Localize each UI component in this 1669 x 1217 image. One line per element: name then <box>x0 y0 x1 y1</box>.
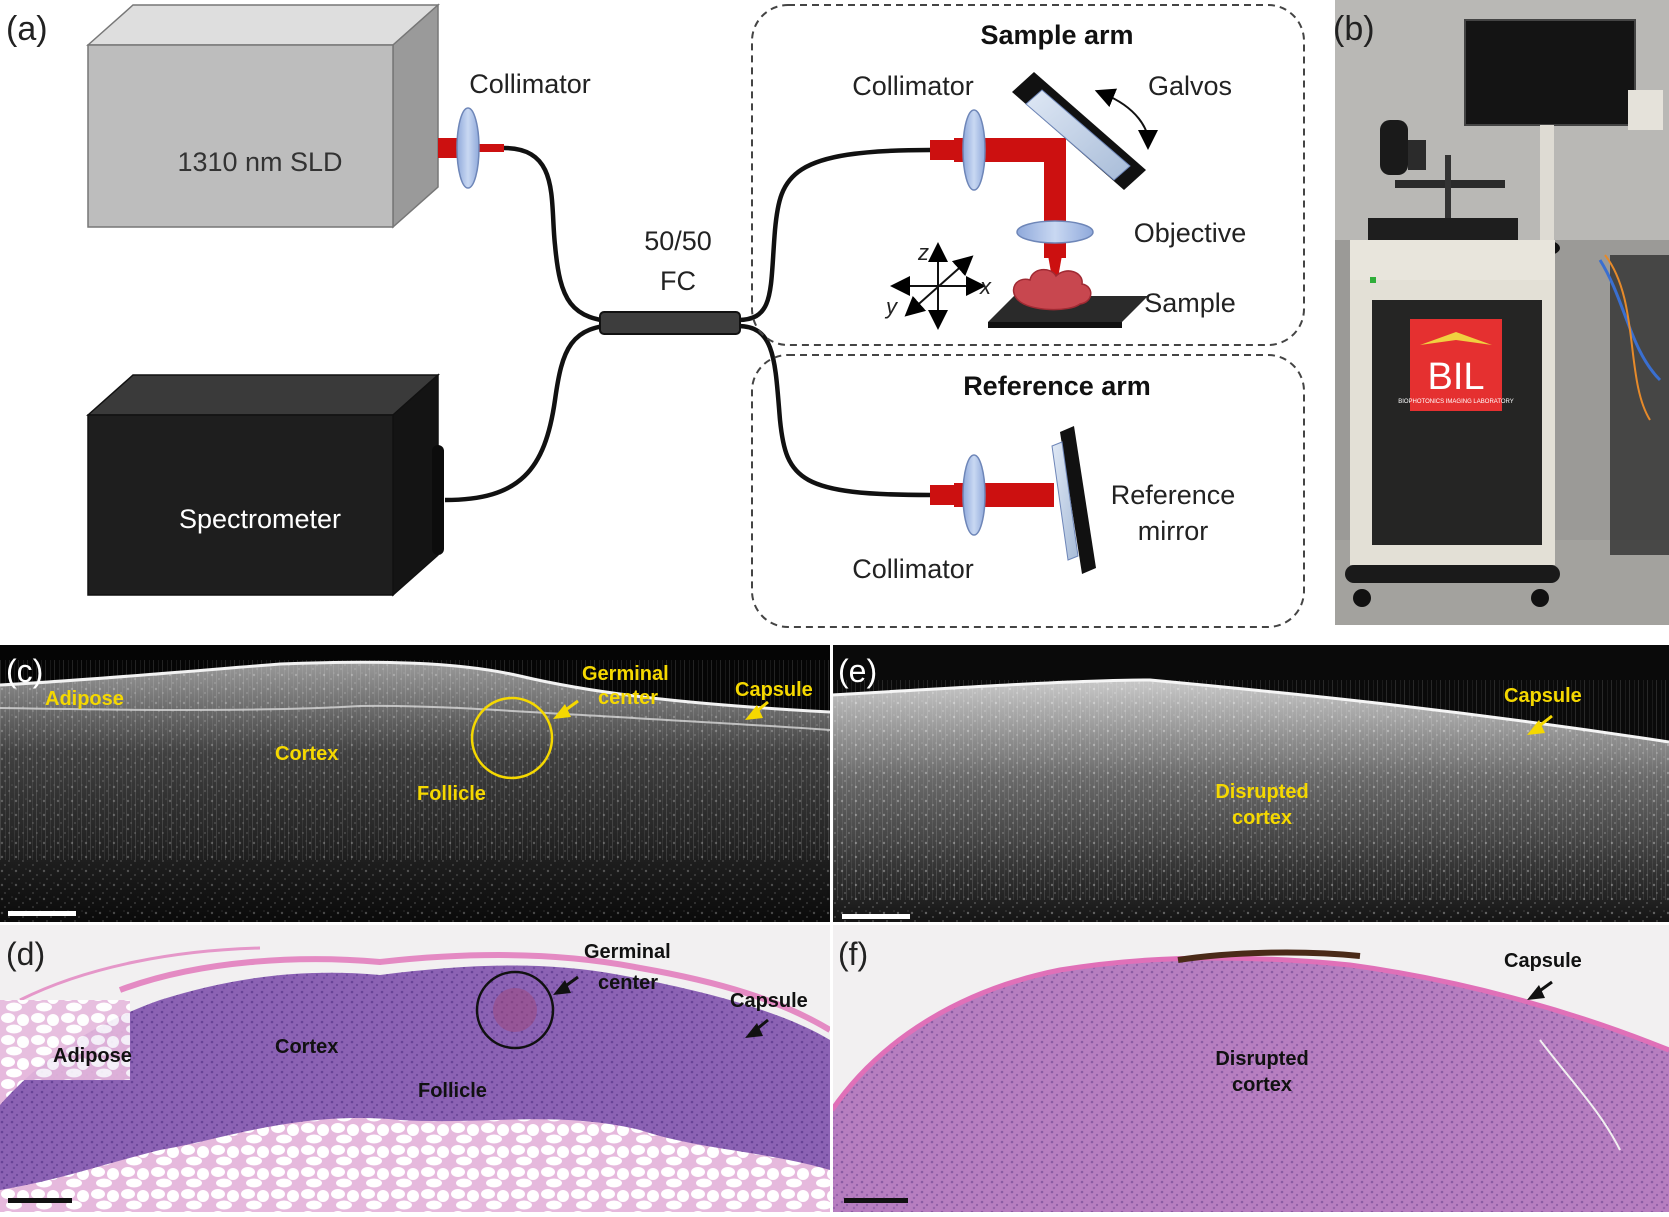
galvo-mirror <box>1012 72 1146 190</box>
spectrometer-box: Spectrometer <box>86 373 444 597</box>
sample-label: Sample <box>1144 288 1236 318</box>
panel-f-histology-tumor: (f) Capsule Disrupted cortex <box>829 925 1669 1212</box>
objective-lens <box>1016 220 1094 244</box>
bil-logo-text: BIL <box>1427 356 1484 398</box>
oct-follicle-circle <box>470 696 554 780</box>
hist-f-capsule-label: Capsule <box>1504 950 1582 972</box>
oct-c-capsule-label: Capsule <box>735 679 813 701</box>
collimator-top-label: Collimator <box>469 69 591 99</box>
sld-source-box: 1310 nm SLD <box>86 3 440 229</box>
sample-collimator-label: Collimator <box>852 71 974 101</box>
oct-e-disrupted-label-line1: Disrupted <box>1215 781 1308 803</box>
panel-c-oct-normal: (c) Adipose Cortex Follicle Germinal cen… <box>0 645 831 923</box>
hist-d-capsule-label: Capsule <box>730 990 808 1012</box>
xyz-axes <box>890 242 986 330</box>
oct-c-germinal-label-line1: Germinal <box>582 663 669 685</box>
coupler-label-line1: 50/50 <box>644 226 712 256</box>
fiber-coupler <box>599 311 741 335</box>
optical-fibers <box>444 145 931 503</box>
reference-mirror-label-line1: Reference <box>1111 480 1236 510</box>
spectrometer-label: Spectrometer <box>179 504 341 534</box>
oct-c-follicle-label: Follicle <box>417 783 486 805</box>
collimator-top-lens <box>456 107 480 189</box>
hist-d-germinal-label-line2: center <box>598 972 658 994</box>
hist-d-cortex-label: Cortex <box>275 1036 338 1058</box>
scale-bar-e <box>842 914 910 919</box>
reference-arm-box <box>751 354 1305 628</box>
sample-collimator-lens <box>962 109 986 191</box>
axis-z-label: z <box>917 240 929 265</box>
scale-bar-c <box>8 911 76 916</box>
scale-bar-f <box>844 1198 908 1203</box>
panel-label-a: (a) <box>6 10 48 48</box>
reference-collimator-lens <box>962 454 986 536</box>
hist-f-disrupted-label-line1: Disrupted <box>1215 1048 1308 1070</box>
galvos-label: Galvos <box>1148 71 1232 101</box>
panel-label-e: (e) <box>838 653 877 689</box>
panel-label-b: (b) <box>1333 10 1375 48</box>
bil-logo-subtext: BIOPHOTONICS IMAGING LABORATORY <box>1398 399 1514 405</box>
reference-collimator-label: Collimator <box>852 554 974 584</box>
reference-arm-title: Reference arm <box>963 371 1151 401</box>
monitor <box>1464 19 1636 126</box>
panel-label-f: (f) <box>838 936 868 972</box>
hist-d-germinal-label-line1: Germinal <box>584 941 671 963</box>
panel-d-histology-normal: (d) Adipose Cortex Follicle Germinal cen… <box>0 925 832 1212</box>
hist-f-disrupted-label-line2: cortex <box>1232 1074 1292 1096</box>
oct-c-germinal-label-line2: center <box>598 687 658 709</box>
coupler-label-line2: FC <box>660 266 696 296</box>
cart-top <box>1350 240 1555 280</box>
sample-arm-box <box>751 4 1305 346</box>
hist-d-follicle-label: Follicle <box>418 1080 487 1102</box>
reference-mirror-label-line2: mirror <box>1138 516 1208 546</box>
reference-mirror <box>1051 426 1096 574</box>
panel-label-c: (c) <box>6 653 43 689</box>
panel-b-system-photo: BIL BIOPHOTONICS IMAGING LABORATORY (b) <box>1333 0 1669 625</box>
objective-label: Objective <box>1134 218 1247 248</box>
panel-label-d: (d) <box>6 936 45 972</box>
scale-bar-d <box>8 1198 72 1203</box>
panel-e-oct-tumor: (e) Capsule Disrupted cortex <box>831 645 1669 923</box>
sample-arm-title: Sample arm <box>980 20 1133 50</box>
sld-label: 1310 nm SLD <box>177 147 342 177</box>
histology-follicle-circle <box>475 970 555 1050</box>
axis-x-label: x <box>979 274 992 299</box>
oct-e-capsule-label: Capsule <box>1504 685 1582 707</box>
oct-c-adipose-label: Adipose <box>45 688 124 710</box>
panel-a-setup-diagram: (a) 1310 nm SLD Spectrometer Collimator <box>6 3 1305 628</box>
hist-d-adipose-label: Adipose <box>53 1045 132 1067</box>
scan-head <box>1380 120 1408 175</box>
axis-y-label: y <box>884 294 899 319</box>
oct-e-disrupted-label-line2: cortex <box>1232 807 1292 829</box>
tissue-sample <box>1012 268 1092 311</box>
oct-c-cortex-label: Cortex <box>275 743 338 765</box>
galvo-rotation-arrow <box>1094 88 1158 150</box>
